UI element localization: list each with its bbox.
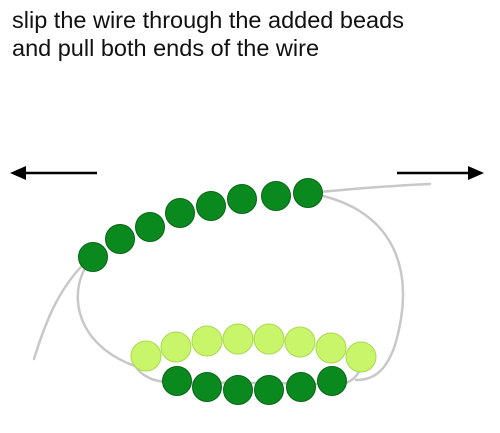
right-arrow — [397, 166, 484, 180]
light-bead — [253, 323, 285, 355]
pull-arrows — [10, 166, 484, 180]
light-bead — [160, 331, 192, 363]
dark-bead — [192, 372, 222, 402]
caption-line-2: and pull both ends of the wire — [12, 35, 320, 61]
bottom-dark-bead-row — [162, 366, 347, 405]
wire-loop-left — [76, 256, 137, 368]
light-bead-row — [130, 323, 377, 373]
dark-bead — [254, 375, 284, 405]
dark-bead — [135, 212, 165, 242]
light-bead — [315, 332, 347, 364]
light-bead — [284, 326, 316, 358]
wire-right-tail — [306, 182, 432, 195]
light-bead — [345, 341, 377, 373]
dark-bead — [165, 198, 195, 228]
wire-left-tail — [32, 256, 92, 361]
caption-line-1: slip the wire through the added beads — [12, 7, 404, 33]
light-bead — [130, 340, 162, 372]
dark-bead — [223, 375, 253, 405]
dark-bead — [105, 224, 135, 254]
dark-bead — [227, 184, 257, 214]
dark-bead — [293, 178, 323, 208]
dark-bead — [196, 191, 226, 221]
dark-bead — [261, 181, 291, 211]
dark-bead — [78, 242, 108, 272]
light-bead — [191, 325, 223, 357]
dark-bead — [286, 372, 316, 402]
left-arrow — [10, 166, 97, 180]
light-bead — [222, 323, 254, 355]
dark-bead — [162, 366, 192, 396]
wire-loop-right — [306, 191, 405, 382]
instruction-caption: slip the wire through the added beads an… — [12, 6, 492, 62]
dark-bead — [317, 366, 347, 396]
top-dark-bead-row — [78, 178, 323, 272]
